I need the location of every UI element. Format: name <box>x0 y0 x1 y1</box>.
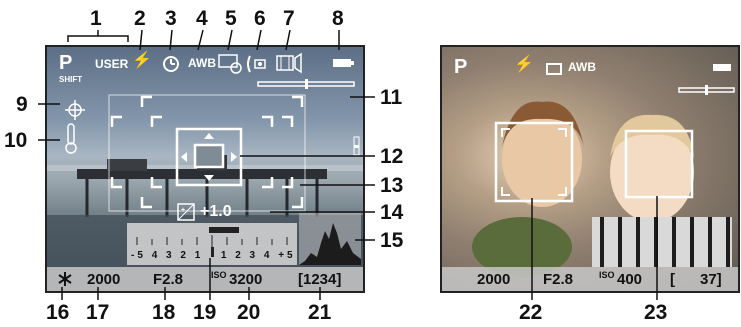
scale-label: 4 <box>151 250 161 261</box>
callout-number: 15 <box>380 229 404 252</box>
face-detection-frames <box>494 121 694 203</box>
scale-label: 2 <box>180 250 189 261</box>
exposure-compensation-icon: + <box>177 203 195 221</box>
remaining-shots-value: [1234] <box>298 271 342 288</box>
shutter-speed-value: 2000 <box>477 271 511 288</box>
scale-label: 1 <box>194 250 204 261</box>
callout-number: 10 <box>4 129 28 152</box>
shift-label: SHIFT <box>59 75 83 84</box>
scale-label: 2 <box>235 250 244 261</box>
histogram-graph <box>299 213 361 265</box>
white-balance-label: AWB <box>568 60 596 74</box>
flash-mode-icon: ⚡ <box>514 56 534 73</box>
movie-recording-icon <box>276 52 302 74</box>
callout-number: 22 <box>519 301 543 324</box>
callout-number: 12 <box>380 145 404 168</box>
callout-number: 1 <box>90 7 102 30</box>
exposure-mode-label: P <box>454 56 468 78</box>
callout-number: 16 <box>46 301 70 324</box>
aperture-value: F2.8 <box>543 271 574 288</box>
scale-label: -5 <box>131 250 146 261</box>
battery-level-icon <box>333 59 354 67</box>
white-balance-label: AWB <box>188 56 216 70</box>
callout-number: 11 <box>380 86 403 109</box>
exposure-scale-labels: -5 4 3 2 1 1 2 3 4 +5 <box>131 250 296 261</box>
live-view-screen-face-detection: P ⚡ AWB 2000 F2.8 ISO 400 [ 37] <box>440 45 740 293</box>
live-view-screen-detailed: P USER SHIFT ⚡ AWB <box>45 45 365 293</box>
callout-number: 13 <box>380 174 404 197</box>
battery-level-icon <box>713 64 731 71</box>
vertical-level-indicator <box>353 136 360 156</box>
callout-number: 8 <box>332 7 344 30</box>
remaining-shots-value: 37] <box>700 271 722 288</box>
af-point-icon <box>65 100 85 120</box>
scale-label: 1 <box>220 250 230 261</box>
callout-number: 19 <box>193 301 217 324</box>
shutter-speed-value: 2000 <box>87 271 121 288</box>
exposure-scale-ticks <box>136 227 288 257</box>
scale-label: 3 <box>166 250 175 261</box>
temperature-warning-icon <box>65 123 77 154</box>
drive-mode-single-icon <box>546 63 562 75</box>
exposure-scale-panel: -5 4 3 2 1 1 2 3 4 +5 <box>127 223 297 265</box>
callout-number: 5 <box>225 7 237 30</box>
flash-mode-icon: ⚡ <box>132 52 152 69</box>
exposure-mode-label: P <box>59 52 73 74</box>
electronic-level-bar <box>257 79 355 89</box>
drive-mode-timer-icon <box>163 56 179 72</box>
scale-label: 3 <box>249 250 259 261</box>
callout-number: 20 <box>237 301 261 324</box>
scale-label: 4 <box>263 250 273 261</box>
iso-label: ISO <box>211 270 227 280</box>
callout-number: 21 <box>308 301 332 324</box>
custom-image-icon <box>218 54 242 74</box>
metering-mode-icon <box>247 55 266 73</box>
scale-label: +5 <box>278 250 296 261</box>
callout-number: 17 <box>86 301 110 324</box>
callout-number: 3 <box>165 7 177 30</box>
svg-text:+: + <box>181 207 185 214</box>
electronic-level-bar <box>678 85 735 95</box>
status-bar: 2000 F2.8 ISO 3200 [1234] <box>47 267 363 291</box>
exposure-compensation-value: +1.0 <box>200 203 232 220</box>
af-frame-overlay <box>108 94 306 212</box>
callout-number: 9 <box>16 93 28 116</box>
iso-value: 400 <box>617 271 643 288</box>
callout-number: 23 <box>644 301 668 324</box>
callout-number: 7 <box>283 7 295 30</box>
callout-number: 6 <box>254 7 266 30</box>
callout-number: 14 <box>380 201 404 224</box>
callout-number: 18 <box>152 301 176 324</box>
status-bar: 2000 F2.8 ISO 400 [ 37] <box>442 267 738 291</box>
iso-label: ISO <box>599 270 615 280</box>
ae-lock-icon <box>58 272 72 286</box>
iso-value: 3200 <box>229 271 263 288</box>
user-mode-label: USER <box>95 57 129 71</box>
callout-number: 2 <box>134 7 146 30</box>
callout-number: 4 <box>196 7 208 30</box>
aperture-value: F2.8 <box>153 271 184 288</box>
remaining-shots-open: [ <box>670 271 675 288</box>
